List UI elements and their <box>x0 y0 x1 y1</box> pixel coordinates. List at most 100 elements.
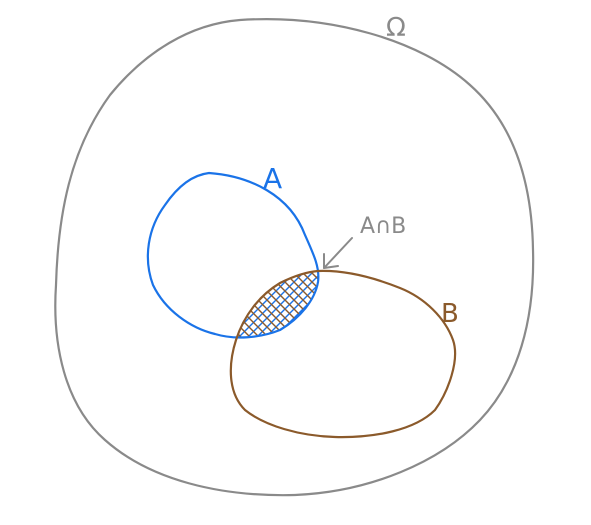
hatch-line-brown <box>36 240 156 360</box>
hatch-line-brown <box>230 270 283 338</box>
hatch-line-brown <box>54 240 174 360</box>
hatch-line-brown <box>558 240 591 360</box>
hatch-line-brown <box>9 240 129 360</box>
hatch-line-blue <box>260 270 319 338</box>
intersection-hatching <box>0 240 591 360</box>
hatch-line-brown <box>504 240 591 360</box>
hatch-line-brown <box>0 240 120 360</box>
hatch-line-brown <box>230 270 238 338</box>
hatch-line-blue <box>81 240 201 360</box>
set-a-outline <box>146 171 320 339</box>
hatch-line-brown <box>269 270 319 338</box>
hatch-line-brown <box>230 270 319 338</box>
intersection-arrow <box>323 237 353 269</box>
hatch-line-blue <box>230 270 283 338</box>
hatch-line-brown <box>450 240 570 360</box>
hatch-line-brown <box>324 240 444 360</box>
hatch-line-blue <box>230 270 256 338</box>
hatch-line-brown <box>72 240 192 360</box>
hatch-line-brown <box>63 240 183 360</box>
hatch-line-brown <box>230 270 247 338</box>
hatch-line-brown <box>369 240 489 360</box>
hatch-line-brown <box>18 240 138 360</box>
hatch-line-blue <box>540 240 591 360</box>
hatch-line-brown <box>230 270 256 338</box>
hatch-line-brown <box>486 240 591 360</box>
hatch-line-blue <box>369 240 489 360</box>
hatch-line-blue <box>513 240 591 360</box>
hatch-line-brown <box>378 240 498 360</box>
universe-outline <box>54 18 535 497</box>
hatch-line-brown <box>230 270 292 338</box>
hatch-line-brown <box>468 240 588 360</box>
hatch-line-brown <box>108 240 228 360</box>
hatch-line-brown <box>90 240 210 360</box>
hatch-line-blue <box>495 240 591 360</box>
hatch-line-blue <box>269 270 319 338</box>
hatch-line-blue <box>0 240 120 360</box>
hatch-line-brown <box>441 240 561 360</box>
hatch-line-blue <box>414 240 534 360</box>
hatch-line-brown <box>540 240 591 360</box>
hatch-line-blue <box>99 240 219 360</box>
hatch-line-blue <box>54 240 174 360</box>
universe-label: Ω <box>386 13 406 43</box>
hatch-line-blue <box>72 240 192 360</box>
hatch-line-brown <box>287 270 319 338</box>
hatch-line-blue <box>230 270 301 338</box>
hatch-line-brown <box>230 270 319 338</box>
hatch-line-blue <box>63 240 183 360</box>
hatch-line-blue <box>486 240 591 360</box>
hatch-line-blue <box>531 240 591 360</box>
hatch-line-blue <box>378 240 498 360</box>
hatch-line-brown <box>585 240 591 360</box>
hatch-line-brown <box>549 240 591 360</box>
hatch-line-brown <box>414 240 534 360</box>
hatch-line-brown <box>99 240 219 360</box>
hatch-line-brown <box>233 270 319 338</box>
hatch-line-blue <box>576 240 591 360</box>
hatch-line-brown <box>230 270 319 338</box>
hatch-line-blue <box>18 240 138 360</box>
hatch-line-blue <box>108 240 228 360</box>
hatch-line-blue <box>324 240 444 360</box>
hatch-line-brown <box>230 270 301 338</box>
hatch-line-blue <box>441 240 561 360</box>
hatch-line-blue <box>504 240 591 360</box>
hatch-line-blue <box>287 270 319 338</box>
hatch-line-blue <box>549 240 591 360</box>
hatch-line-blue <box>558 240 591 360</box>
hatch-line-brown <box>513 240 591 360</box>
set-b-label: B <box>441 299 459 329</box>
hatch-line-blue <box>459 240 579 360</box>
hatch-line-brown <box>576 240 591 360</box>
hatch-line-brown <box>567 240 591 360</box>
hatch-line-brown <box>27 240 147 360</box>
set-a-label: A <box>263 162 282 195</box>
set-b-outline <box>229 269 457 439</box>
hatch-line-blue <box>333 240 453 360</box>
hatch-line-brown <box>242 270 319 338</box>
hatch-line-blue <box>278 270 319 338</box>
hatch-line-brown <box>495 240 591 360</box>
hatch-line-blue <box>9 240 129 360</box>
hatch-line-brown <box>531 240 591 360</box>
hatch-line-blue <box>230 270 238 338</box>
hatch-line-brown <box>333 240 453 360</box>
hatch-line-brown <box>81 240 201 360</box>
hatch-line-blue <box>567 240 591 360</box>
hatch-line-blue <box>450 240 570 360</box>
hatch-line-blue <box>468 240 588 360</box>
hatch-line-blue <box>230 270 247 338</box>
hatch-line-blue <box>36 240 156 360</box>
hatch-line-blue <box>230 270 274 338</box>
hatch-line-brown <box>230 270 310 338</box>
hatch-line-blue <box>230 270 310 338</box>
hatch-line-brown <box>278 270 319 338</box>
hatch-line-blue <box>230 270 292 338</box>
hatch-line-brown <box>459 240 579 360</box>
hatch-line-blue <box>585 240 591 360</box>
intersection-label: A∩B <box>360 214 406 239</box>
